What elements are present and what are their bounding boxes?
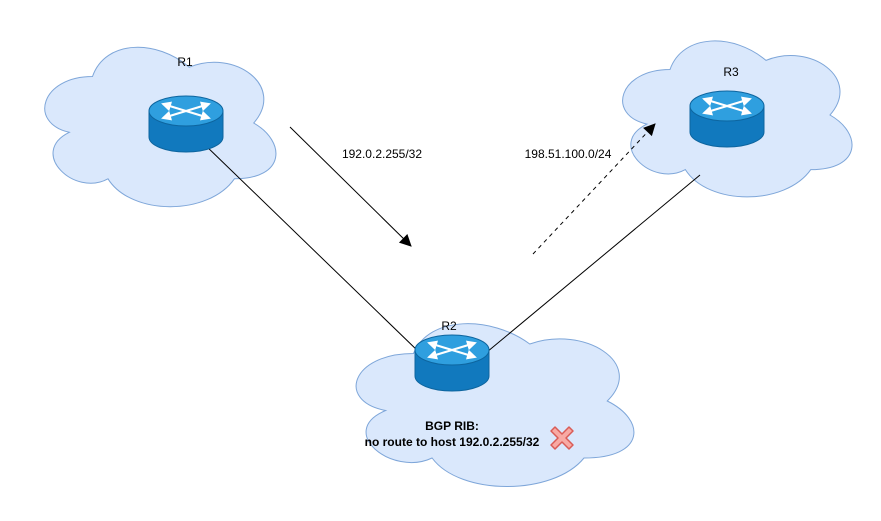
router-icon-r1 <box>148 95 224 153</box>
bgp-rib-title: BGP RIB: <box>425 419 479 433</box>
node-label-r2: R2 <box>441 319 457 333</box>
link-r1-r2 <box>202 142 421 354</box>
error-x-icon <box>550 426 574 450</box>
node-label-r3: R3 <box>723 65 739 79</box>
router-icon-r3 <box>689 90 765 148</box>
route-advertisement-arrow-r2-r3 <box>532 123 656 255</box>
router-arrows-icon <box>161 101 211 121</box>
cloud-r2 <box>356 324 634 487</box>
link-r2-r3 <box>486 174 701 353</box>
bgp-rib-detail: no route to host 192.0.2.255/32 <box>365 435 540 449</box>
router-arrows-icon <box>702 96 752 116</box>
edge-label-advertise-r1-r2: 192.0.2.255/32 <box>342 147 422 161</box>
router-icon-r2 <box>414 334 490 392</box>
route-advertisement-arrow-r1-r2 <box>289 126 412 247</box>
node-label-r1: R1 <box>177 55 193 69</box>
edge-label-advertise-r2-r3: 198.51.100.0/24 <box>525 147 612 161</box>
router-arrows-icon <box>427 340 477 360</box>
